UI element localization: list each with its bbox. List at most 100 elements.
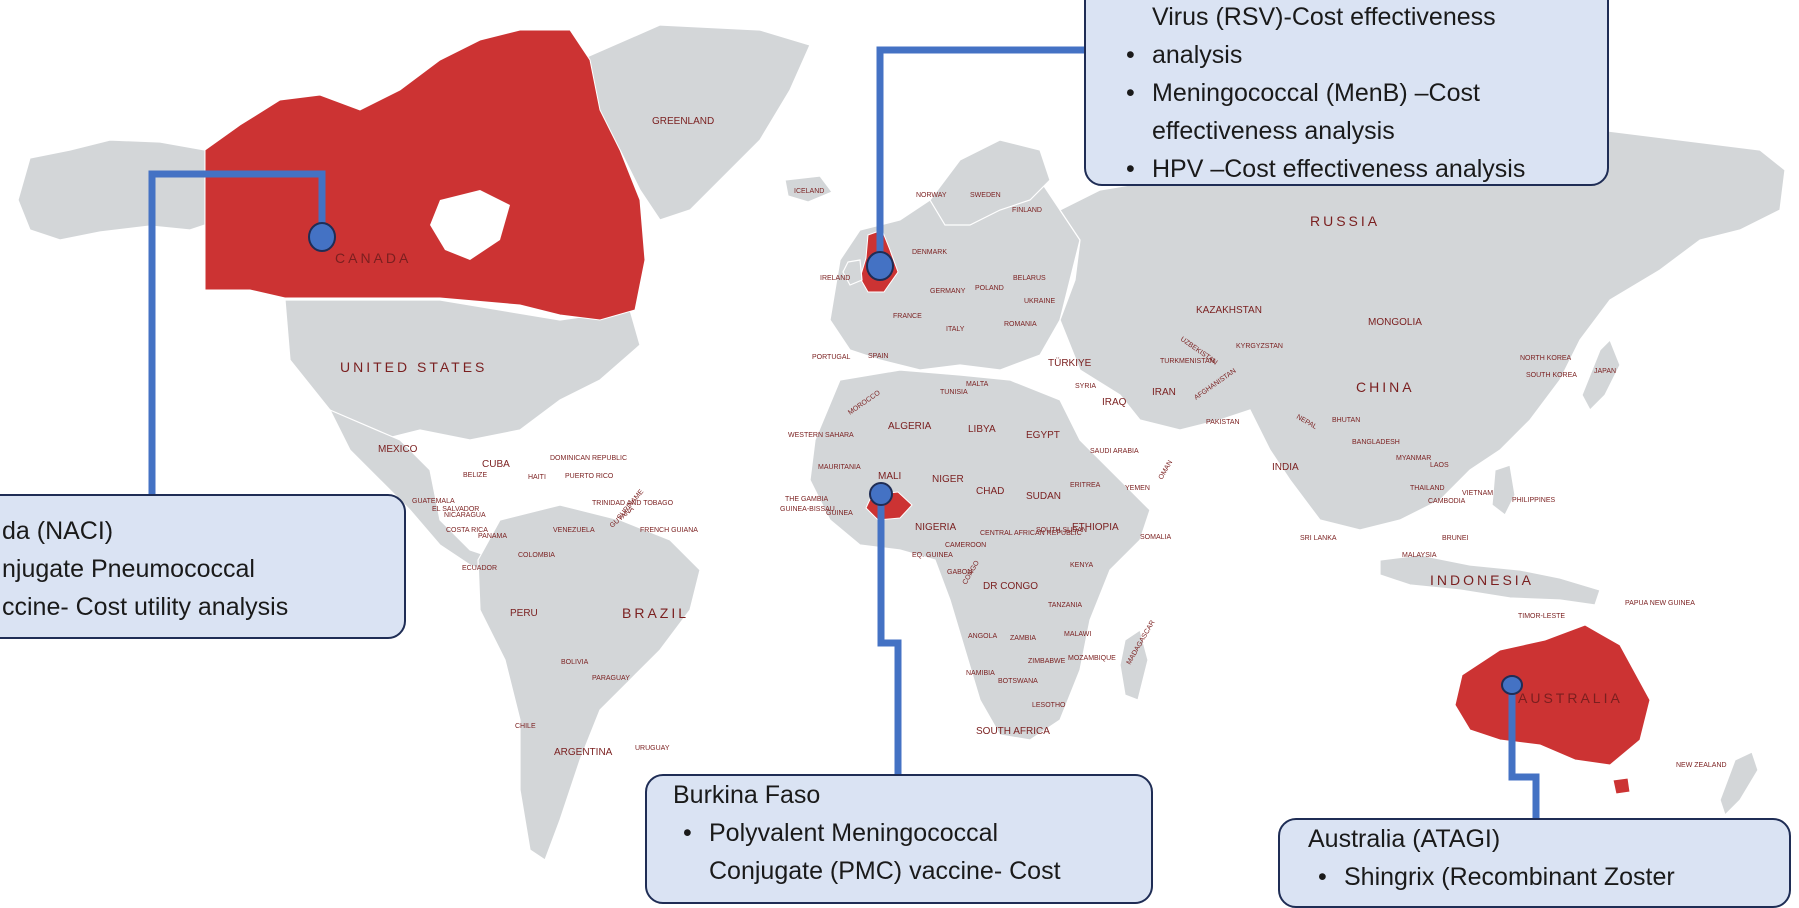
connector-uk: [876, 46, 1090, 266]
label-cuba: CUBA: [482, 459, 510, 470]
label-ecuador: ECUADOR: [462, 565, 497, 572]
label-myanmar: MYANMAR: [1396, 455, 1431, 462]
label-south-korea: SOUTH KOREA: [1526, 372, 1577, 379]
callout-canada-line2: njugate Pneumococcal: [2, 555, 255, 583]
label-haiti: HAITI: [528, 474, 546, 481]
label-malaysia: MALAYSIA: [1402, 552, 1437, 559]
label-ethiopia: ETHIOPIA: [1072, 522, 1119, 533]
label-argentina: ARGENTINA: [554, 747, 613, 758]
callout-australia-item: Shingrix (Recombinant Zoster: [1308, 858, 1779, 896]
connector-australia: [1508, 682, 1540, 826]
label-brazil: BRAZIL: [622, 605, 689, 621]
iceland-landmass: [784, 175, 833, 203]
philippines-landmass: [1491, 464, 1516, 516]
indonesia-landmass: [1379, 554, 1601, 606]
label-brunei: BRUNEI: [1442, 535, 1469, 542]
label-mongolia: MONGOLIA: [1368, 317, 1422, 328]
label-bolivia: BOLIVIA: [561, 659, 589, 666]
callout-burkina-item-text: Polyvalent Meningococcal: [709, 819, 999, 847]
label-mozambique: MOZAMBIQUE: [1068, 655, 1116, 662]
label-sudan: SUDAN: [1026, 491, 1061, 502]
label-india: INDIA: [1272, 462, 1299, 473]
label-bangladesh: BANGLADESH: [1352, 439, 1400, 446]
label-tunisia: TUNISIA: [940, 389, 968, 396]
label-pakistan: PAKISTAN: [1206, 419, 1240, 426]
country-labels: GREENLAND CANADA UNITED STATES MEXICO CU…: [335, 116, 1727, 769]
callout-uk-item: analysis: [1116, 36, 1587, 74]
label-guinea-bissau: GUINEA-BISSAU: [780, 506, 835, 513]
label-somalia: SOMALIA: [1140, 534, 1171, 541]
label-zambia: ZAMBIA: [1010, 635, 1036, 642]
label-guatemala: GUATEMALA: [412, 498, 455, 505]
label-botswana: BOTSWANA: [998, 678, 1038, 685]
label-cambodia: CAMBODIA: [1428, 498, 1466, 505]
label-iceland: ICELAND: [794, 188, 824, 195]
label-el-salvador: EL SALVADOR: [432, 506, 479, 513]
label-eq-guinea: EQ. GUINEA: [912, 552, 953, 559]
label-poland: POLAND: [975, 285, 1004, 292]
label-iran: IRAN: [1152, 387, 1176, 398]
label-china: CHINA: [1356, 379, 1415, 395]
label-sweden: SWEDEN: [970, 192, 1001, 199]
label-lesotho: LESOTHO: [1032, 702, 1066, 709]
callout-burkina-item-text-cont: Conjugate (PMC) vaccine- Cost: [709, 857, 1061, 885]
callout-uk-item-text: Meningococcal (MenB) –Cost: [1152, 79, 1480, 107]
label-costa-rica: COSTA RICA: [446, 527, 488, 534]
callout-uk-list: analysis Meningococcal (MenB) –Costeffec…: [1116, 36, 1587, 184]
alaska-landmass: [17, 139, 206, 241]
new-zealand-landmass: [1719, 751, 1759, 817]
label-yemen: YEMEN: [1125, 485, 1150, 492]
label-norway: NORWAY: [916, 192, 947, 199]
label-chad: CHAD: [976, 486, 1004, 497]
label-trinidad-and-tobago: TRINIDAD AND TOBAGO: [592, 500, 674, 507]
pin-australia[interactable]: [1501, 675, 1523, 695]
label-laos: LAOS: [1430, 462, 1449, 469]
japan-landmass: [1581, 338, 1621, 411]
africa-landmass: [809, 369, 1151, 741]
callout-uk: Virus (RSV)-Cost effectiveness analysis …: [1084, 0, 1609, 186]
label-angola: ANGOLA: [968, 633, 998, 640]
label-guinea: GUINEA: [826, 510, 853, 517]
label-dr-congo: DR CONGO: [983, 581, 1038, 592]
label-mali: MALI: [878, 471, 901, 482]
label-colombia: COLOMBIA: [518, 552, 555, 559]
label-kyrgyzstan: KYRGYZSTAN: [1236, 343, 1283, 350]
label-malawi: MALAWI: [1064, 631, 1091, 638]
label-namibia: NAMIBIA: [966, 670, 995, 677]
label-north-korea: NORTH KOREA: [1520, 355, 1572, 362]
callout-canada: da (NACI) njugate Pneumococcal ccine- Co…: [0, 494, 406, 639]
label-dominican-republic: DOMINICAN REPUBLIC: [550, 455, 627, 462]
label-united-states: UNITED STATES: [340, 359, 487, 375]
label-papua-new-guinea: PAPUA NEW GUINEA: [1625, 600, 1695, 607]
label-nigeria: NIGERIA: [915, 522, 956, 533]
callout-uk-heading: Virus (RSV)-Cost effectiveness: [1152, 3, 1496, 31]
label-romania: ROMANIA: [1004, 321, 1037, 328]
connector-canada: [148, 170, 326, 494]
label-philippines: PHILIPPINES: [1512, 497, 1556, 504]
callout-burkina-heading: Burkina Faso: [673, 781, 821, 809]
callout-australia-item-text: Shingrix (Recombinant Zoster: [1344, 863, 1675, 891]
label-australia: AUSTRALIA: [1518, 690, 1623, 706]
callout-australia-list: Shingrix (Recombinant Zoster: [1308, 858, 1779, 896]
label-uruguay: URUGUAY: [635, 745, 670, 752]
label-nicaragua: NICARAGUA: [444, 512, 486, 519]
label-the-gambia: THE GAMBIA: [785, 496, 829, 503]
label-panama: PANAMA: [478, 533, 507, 540]
hudson-bay: [430, 190, 510, 260]
label-france: FRANCE: [893, 313, 922, 320]
label-oman: OMAN: [1158, 459, 1175, 481]
label-chile: CHILE: [515, 723, 536, 730]
callout-uk-item-text: analysis: [1152, 41, 1243, 69]
pin-canada[interactable]: [308, 222, 336, 252]
label-western-sahara: WESTERN SAHARA: [788, 432, 854, 439]
callout-canada-heading: da (NACI): [2, 517, 114, 545]
pin-united-kingdom[interactable]: [866, 251, 894, 281]
label-peru: PERU: [510, 608, 538, 619]
pin-burkina-faso[interactable]: [869, 482, 893, 506]
label-kenya: KENYA: [1070, 562, 1094, 569]
australia-region: [1454, 624, 1651, 766]
label-iraq: IRAQ: [1102, 397, 1127, 408]
label-japan: JAPAN: [1594, 368, 1616, 375]
